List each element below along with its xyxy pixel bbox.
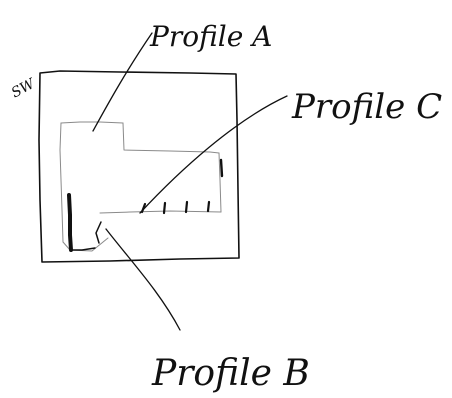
inner-outline-left [59, 122, 64, 243]
profile-c-label: Profile C [291, 87, 442, 127]
profile-b-label: Profile B [151, 353, 310, 394]
profile-b-trench [67, 193, 73, 252]
site-boundary [38, 70, 240, 263]
profile-b-base [70, 247, 96, 251]
inner-outline-bottom [99, 210, 222, 214]
profile-a-leader [92, 32, 153, 132]
profile-c-tick-3 [184, 200, 189, 214]
inner-outline-top-right [122, 122, 220, 154]
profile-c-tick-4 [206, 200, 211, 213]
profile-b-leader [105, 228, 181, 331]
profile-c-leader [139, 95, 288, 214]
orientation-label: SW [9, 75, 39, 101]
profile-c-tick-right [219, 158, 224, 178]
inner-outline-top [60, 121, 124, 124]
profile-a-label: Profile A [149, 20, 272, 53]
inner-outline-right [218, 152, 222, 213]
profile-b-marker [95, 221, 102, 244]
profile-c-tick-2 [162, 201, 167, 215]
